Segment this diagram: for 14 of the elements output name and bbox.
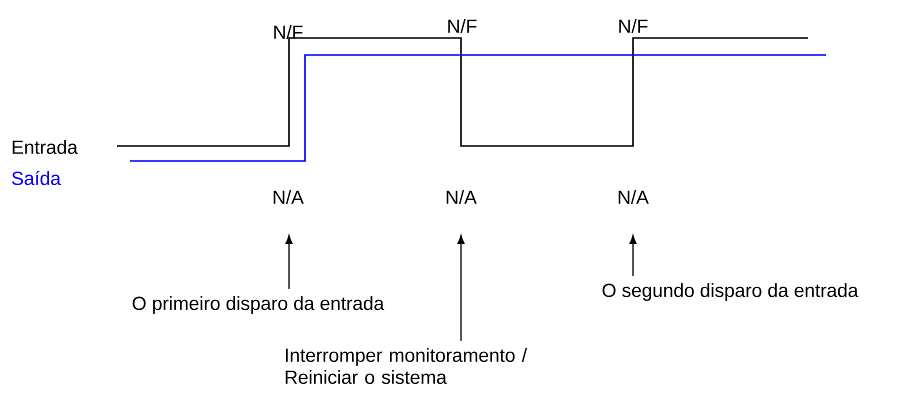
arrow [457, 235, 465, 341]
caption-text: Interromper monitoramento / Reiniciar o sistema [286, 348, 528, 384]
level-label: N/F [274, 25, 303, 39]
level-label: N/A [274, 190, 304, 204]
signal-name: Entrada [12, 140, 78, 154]
arrow [285, 235, 293, 289]
arrow [629, 235, 637, 276]
level-label: N/F [448, 19, 477, 33]
level-label: N/A [446, 190, 477, 204]
level-label: N/F [619, 19, 648, 33]
caption-text: O segundo disparo da entrada [602, 283, 858, 301]
signal-name: Saída [12, 170, 61, 186]
caption-text: O primeiro disparo da entrada [132, 296, 384, 314]
level-label: N/A [618, 190, 649, 204]
